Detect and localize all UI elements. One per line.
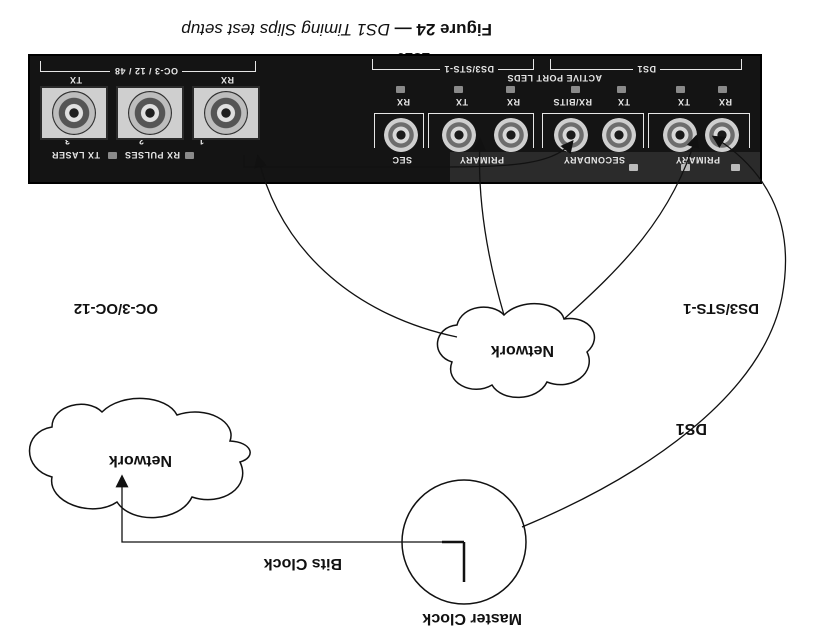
ds1-link-label: DS1 (676, 419, 707, 437)
network-to-ds1-tx-wire (564, 137, 696, 319)
master-clock-label: Master Clock (422, 609, 522, 627)
network-left-label: Network (109, 451, 172, 469)
loopback-wire (244, 142, 572, 167)
network-right-label: Network (491, 341, 554, 359)
network-to-oc-rx-wire (258, 157, 457, 337)
bits-clock-label: Bits Clock (264, 554, 342, 572)
